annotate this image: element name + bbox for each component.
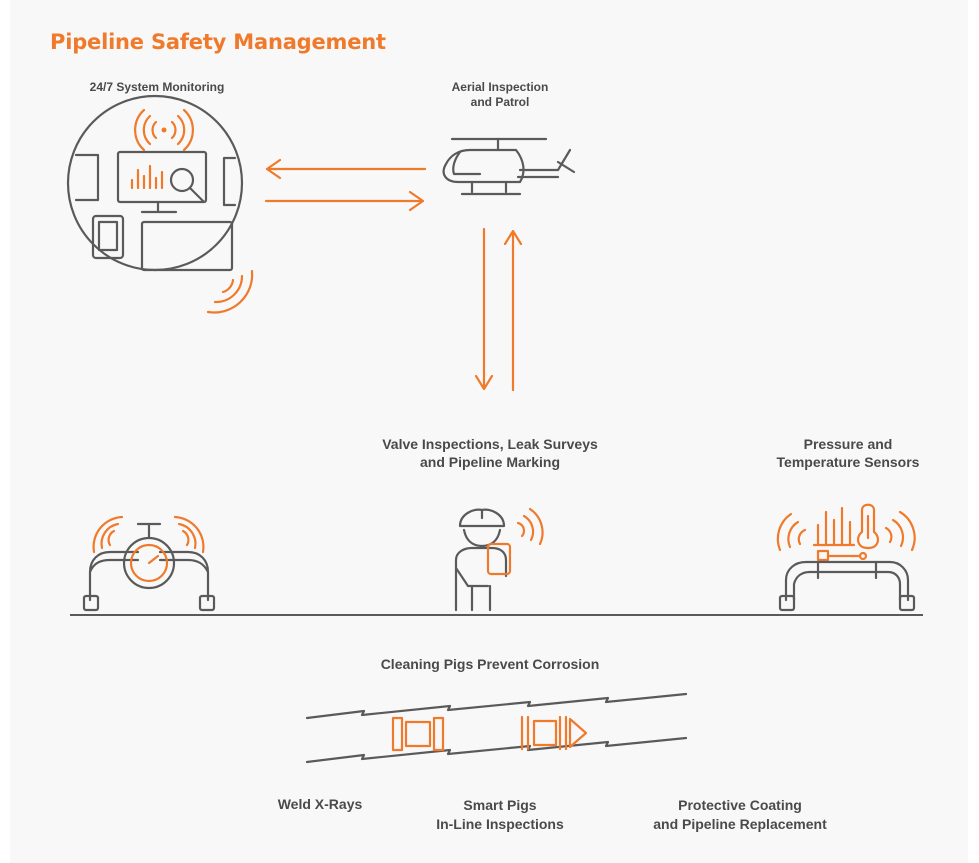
label-protective-coating-line-1: Protective Coating xyxy=(678,797,802,813)
helicopter-icon xyxy=(442,137,576,196)
label-weld-xrays: Weld X-Rays xyxy=(260,796,380,813)
arrow-down-to-field xyxy=(474,227,494,391)
label-valve-inspections-line-1: Valve Inspections, Leak Surveys xyxy=(382,436,598,452)
diagram-canvas: Pipeline Safety Management 24/7 System M… xyxy=(10,0,968,863)
label-protective-coating: Protective Coating and Pipeline Replaceme… xyxy=(625,796,855,834)
sensor-pipe-icon xyxy=(776,503,916,612)
label-weld-xrays-line-1: Weld X-Rays xyxy=(277,796,363,812)
label-pressure-sensors-line-2: Temperature Sensors xyxy=(776,454,920,470)
label-cleaning-pigs: Cleaning Pigs Prevent Corrosion xyxy=(350,656,630,673)
label-valve-inspections: Valve Inspections, Leak Surveys and Pipel… xyxy=(350,435,630,471)
arrow-to-helicopter xyxy=(264,190,425,212)
label-system-monitoring: 24/7 System Monitoring xyxy=(62,79,252,96)
worker-icon xyxy=(454,507,544,612)
label-smart-pigs-line-1: Smart Pigs xyxy=(463,797,537,813)
valve-gauge-icon xyxy=(82,515,216,612)
label-protective-coating-line-2: and Pipeline Replacement xyxy=(653,816,827,832)
smart-pig-icon xyxy=(520,715,588,751)
label-pressure-sensors-line-1: Pressure and xyxy=(803,436,893,452)
diagram-title: Pipeline Safety Management xyxy=(50,30,386,54)
arrow-to-monitoring xyxy=(265,158,427,180)
cleaning-pig-icon xyxy=(391,716,445,752)
diagram-graphics xyxy=(66,94,923,764)
label-cleaning-pigs-line-1: Cleaning Pigs Prevent Corrosion xyxy=(380,656,600,672)
label-system-monitoring-line-1: 24/7 System Monitoring xyxy=(89,80,225,94)
monitoring-circle-icon xyxy=(66,94,254,314)
label-aerial-inspection-line-1: Aerial Inspection xyxy=(451,80,549,94)
pipeline-section xyxy=(305,692,688,764)
label-aerial-inspection-line-2: and Patrol xyxy=(470,95,530,109)
arrow-up-to-helicopter xyxy=(503,229,523,392)
label-valve-inspections-line-2: and Pipeline Marking xyxy=(419,454,561,470)
label-smart-pigs-line-2: In-Line Inspections xyxy=(436,816,564,832)
